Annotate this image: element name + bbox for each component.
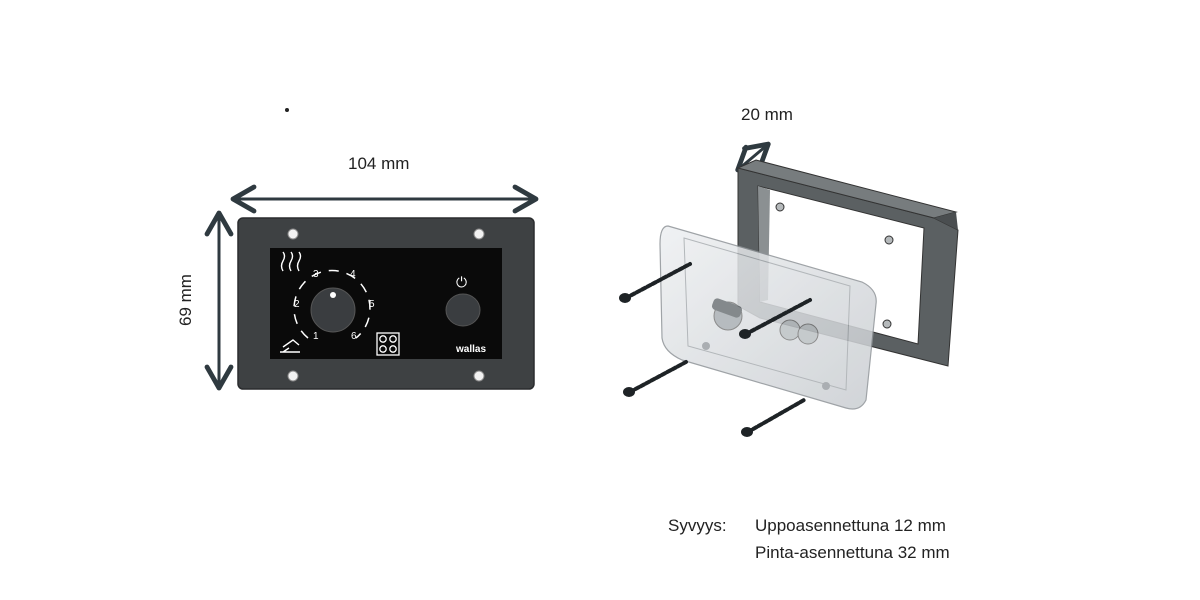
dial-number-3: 3: [313, 269, 319, 280]
control-panel: [237, 217, 535, 390]
power-button: [445, 293, 481, 327]
dial-number-1: 1: [313, 331, 319, 342]
frame-depth-label: 20 mm: [741, 105, 793, 124]
depth-spec-surface: Pinta-asennettuna 32 mm: [755, 543, 950, 562]
mounting-hole-top-left: [287, 228, 299, 240]
width-label: 104 mm: [348, 154, 410, 173]
cooktop-icon: [376, 332, 400, 356]
dial-indicator: [330, 292, 336, 298]
temperature-dial: [310, 287, 356, 333]
dial-numbers: 1 2 3 4 5 6: [294, 269, 375, 342]
depth-arrow: [735, 141, 771, 173]
mounting-hole-bottom-right: [473, 370, 485, 382]
screw-2: [739, 298, 812, 339]
depth-spec-flush: Uppoasennettuna 12 mm: [755, 516, 946, 535]
mounting-hole-top-right: [473, 228, 485, 240]
dial-number-4: 4: [350, 269, 356, 280]
height-label: 69 mm: [175, 274, 195, 326]
power-symbol: ⏻: [456, 275, 467, 291]
screw-3: [623, 360, 688, 397]
dial-number-2: 2: [294, 299, 300, 310]
depth-spec-label: Syvyys:: [668, 516, 727, 535]
dial-number-5: 5: [369, 299, 375, 310]
transparent-panel: [659, 225, 877, 410]
brand-logo: wallas: [455, 344, 486, 355]
dial-scale: [293, 269, 371, 339]
fan-mode-icon: [280, 339, 300, 353]
mounting-hole-bottom-left: [287, 370, 299, 382]
screw-4: [741, 398, 806, 437]
screw-1: [619, 262, 692, 303]
stray-dot: [285, 108, 289, 112]
exploded-assembly: [619, 159, 959, 437]
dial-number-6: 6: [351, 331, 357, 342]
heat-icon: [280, 251, 302, 272]
